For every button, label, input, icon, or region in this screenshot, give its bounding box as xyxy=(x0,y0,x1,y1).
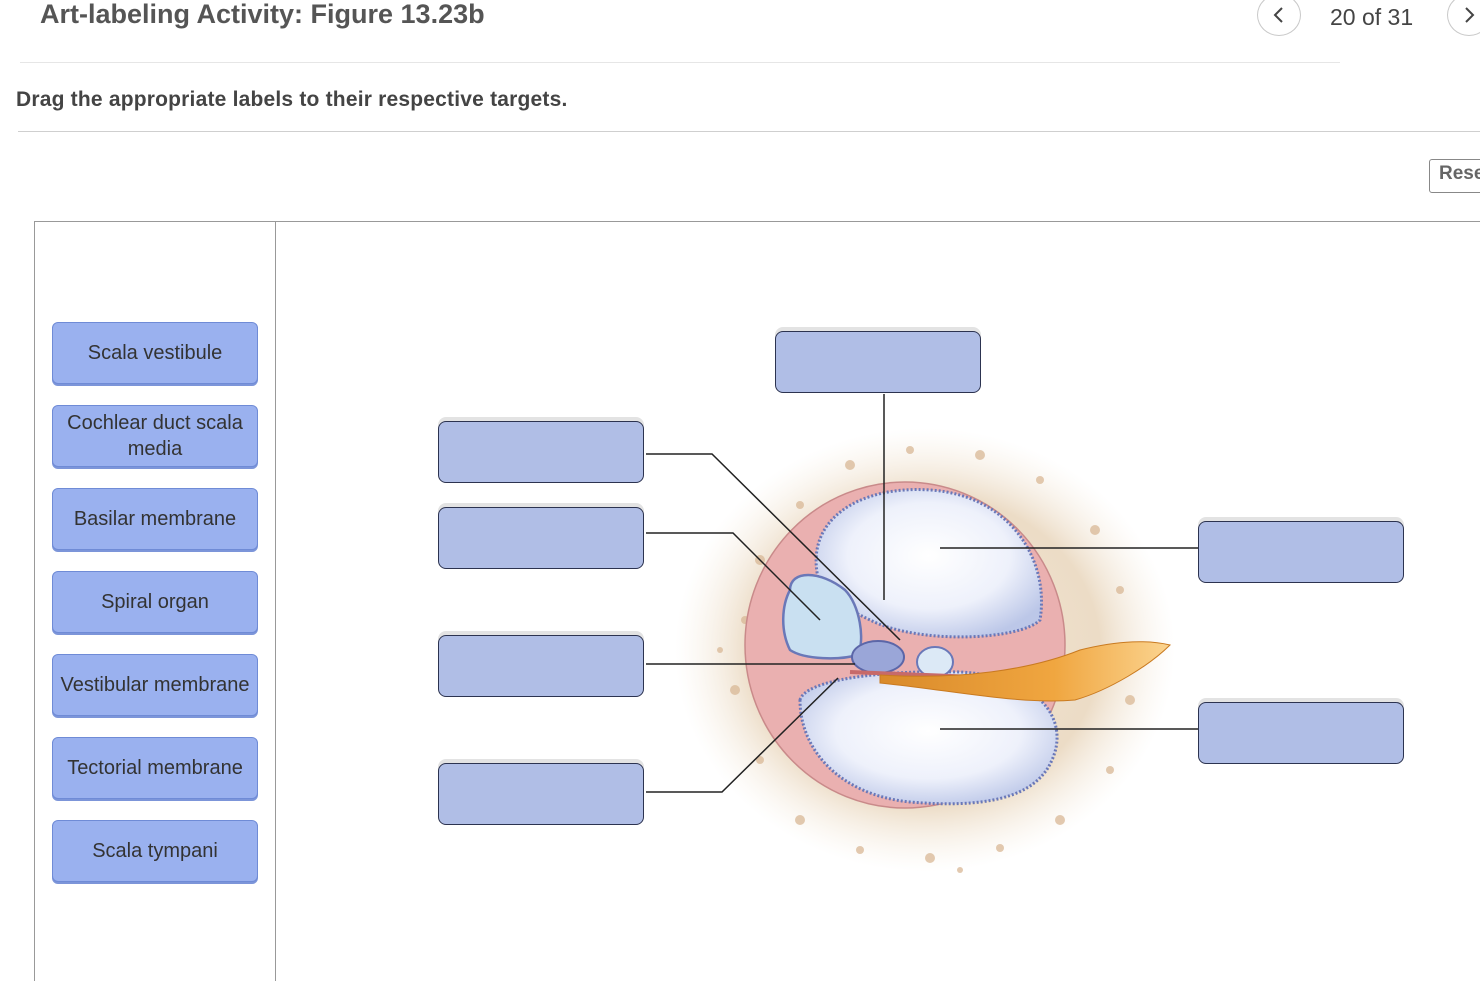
reset-button[interactable]: Reset xyxy=(1429,159,1480,193)
drop-target-left-3[interactable] xyxy=(438,635,644,697)
header-divider xyxy=(20,62,1340,63)
leader-lines xyxy=(646,394,1198,793)
label-basilar-membrane[interactable]: Basilar membrane xyxy=(52,488,258,550)
drop-target-right-1[interactable] xyxy=(1198,521,1404,583)
question-counter: 20 of 31 xyxy=(1330,4,1414,30)
drop-target-left-1[interactable] xyxy=(438,421,644,483)
previous-button[interactable] xyxy=(1257,0,1301,36)
label-tectorial-membrane[interactable]: Tectorial membrane xyxy=(52,737,258,799)
label-bank-divider xyxy=(275,221,276,981)
page-title: Art-labeling Activity: Figure 13.23b xyxy=(40,0,485,29)
label-spiral-organ[interactable]: Spiral organ xyxy=(52,571,258,633)
spiral-organ-shape xyxy=(851,640,954,678)
label-scala-vestibule[interactable]: Scala vestibule xyxy=(52,322,258,384)
instructions-divider xyxy=(18,131,1480,132)
activity-workspace xyxy=(34,221,1480,981)
chevron-right-icon xyxy=(1465,7,1475,23)
drop-target-left-2[interactable] xyxy=(438,507,644,569)
drop-target-right-2[interactable] xyxy=(1198,702,1404,764)
label-cochlear-duct[interactable]: Cochlear duct scala media xyxy=(52,405,258,467)
label-vestibular-membrane[interactable]: Vestibular membrane xyxy=(52,654,258,716)
instructions-text: Drag the appropriate labels to their res… xyxy=(16,88,568,111)
label-scala-tympani[interactable]: Scala tympani xyxy=(52,820,258,882)
drop-target-top[interactable] xyxy=(775,331,981,393)
scala-vestibuli-chamber xyxy=(814,488,1043,639)
drop-target-left-4[interactable] xyxy=(438,763,644,825)
chevron-left-icon xyxy=(1273,7,1283,23)
cochlear-nerve xyxy=(879,641,1171,702)
